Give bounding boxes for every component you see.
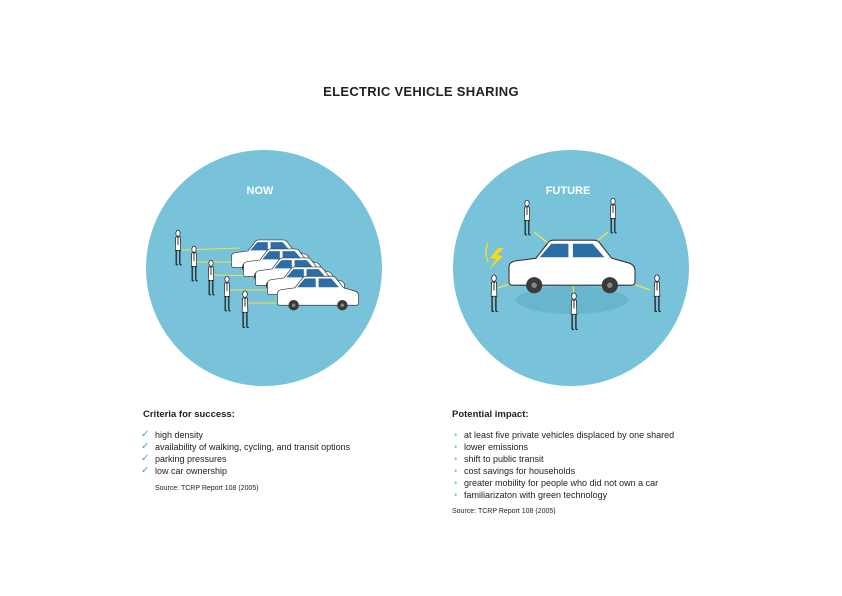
future-label: FUTURE <box>546 185 591 197</box>
check-icon: ✓ <box>141 441 150 452</box>
bullet-icon: • <box>454 430 458 440</box>
list-item: ✓low car ownership <box>141 465 228 476</box>
bullet-icon: • <box>454 454 458 464</box>
criteria-panel: Criteria for success: ✓high density ✓ava… <box>141 409 351 495</box>
impact-panel: Potential impact: •at least five private… <box>452 409 674 518</box>
list-item: ✓parking pressures <box>141 453 227 464</box>
list-item: ✓high density <box>141 429 204 440</box>
list-item: •lower emissions <box>454 442 529 452</box>
list-item: •familiarizaton with green technology <box>454 490 608 500</box>
page-title: ELECTRIC VEHICLE SHARING <box>323 84 519 99</box>
list-item: ✓availability of walking, cycling, and t… <box>141 441 351 452</box>
criteria-heading: Criteria for success: <box>143 409 235 420</box>
now-label: NOW <box>247 185 275 197</box>
impact-source: Source: TCRP Report 108 (2005) <box>452 508 556 515</box>
criteria-source: Source: TCRP Report 108 (2005) <box>155 485 259 492</box>
list-item: •at least five private vehicles displace… <box>454 430 675 440</box>
impact-list: •at least five private vehicles displace… <box>452 429 674 501</box>
lightning-bolt-icon <box>489 248 504 270</box>
list-item: •greater mobility for people who did not… <box>454 478 659 488</box>
bullet-icon: • <box>454 490 458 500</box>
bullet-icon: • <box>454 466 458 476</box>
criteria-list: ✓high density ✓availability of walking, … <box>141 429 351 477</box>
bullet-icon: • <box>454 442 458 452</box>
list-item: •shift to public transit <box>454 454 544 464</box>
impact-heading: Potential impact: <box>452 409 529 420</box>
check-icon: ✓ <box>141 453 150 464</box>
bullet-icon: • <box>454 478 458 488</box>
list-item: •cost savings for households <box>454 466 576 476</box>
check-icon: ✓ <box>141 465 150 476</box>
check-icon: ✓ <box>141 429 150 440</box>
